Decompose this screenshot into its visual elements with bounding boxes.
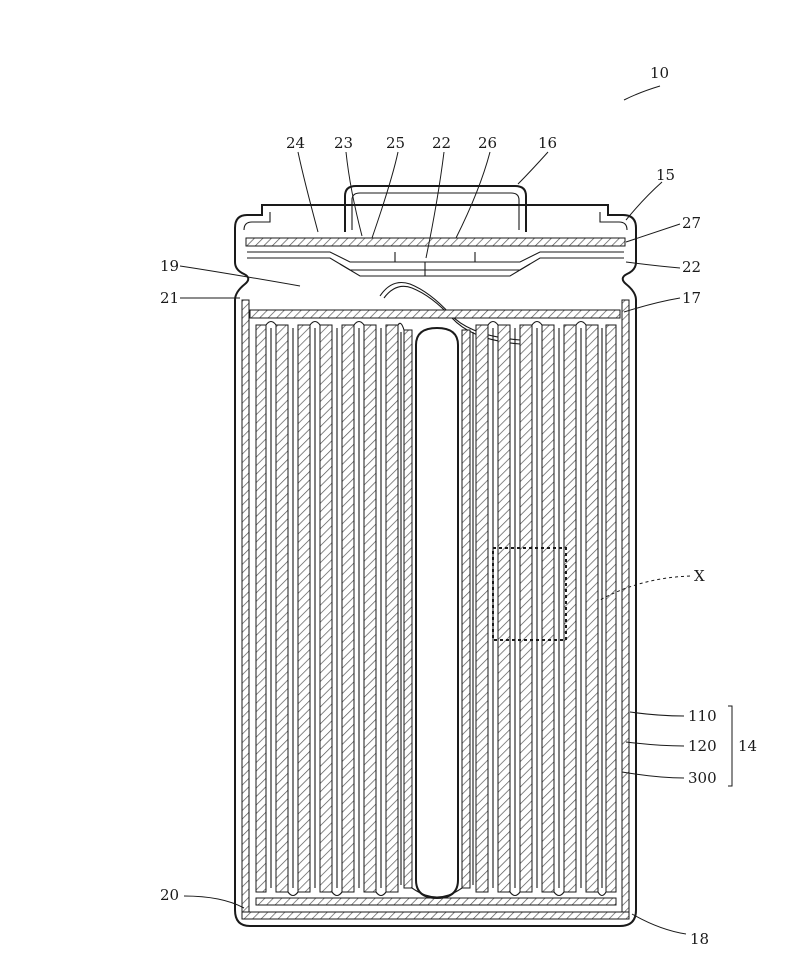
sealing-assembly <box>246 186 625 276</box>
lower-insulating-plate <box>256 898 616 905</box>
center-hollow <box>416 328 458 898</box>
label-24: 24 <box>286 134 305 152</box>
label-17: 17 <box>682 289 701 307</box>
label-23: 23 <box>334 134 353 152</box>
label-21: 21 <box>160 289 179 307</box>
label-18: 18 <box>690 930 709 948</box>
label-120: 120 <box>688 737 717 755</box>
electrode-group <box>256 322 616 898</box>
label-27: 27 <box>682 214 701 232</box>
label-25: 25 <box>386 134 405 152</box>
label-16: 16 <box>538 134 557 152</box>
label-14: 14 <box>738 737 757 755</box>
label-110: 110 <box>688 707 717 725</box>
label-15: 15 <box>656 166 675 184</box>
label-22-top: 22 <box>432 134 451 152</box>
label-22-right: 22 <box>682 258 701 276</box>
label-300: 300 <box>688 769 717 787</box>
label-20: 20 <box>160 886 179 904</box>
label-26: 26 <box>478 134 497 152</box>
upper-insulating-plate <box>250 310 620 318</box>
label-x: X <box>694 567 705 585</box>
label-19: 19 <box>160 257 179 275</box>
label-battery: 10 <box>650 64 669 82</box>
